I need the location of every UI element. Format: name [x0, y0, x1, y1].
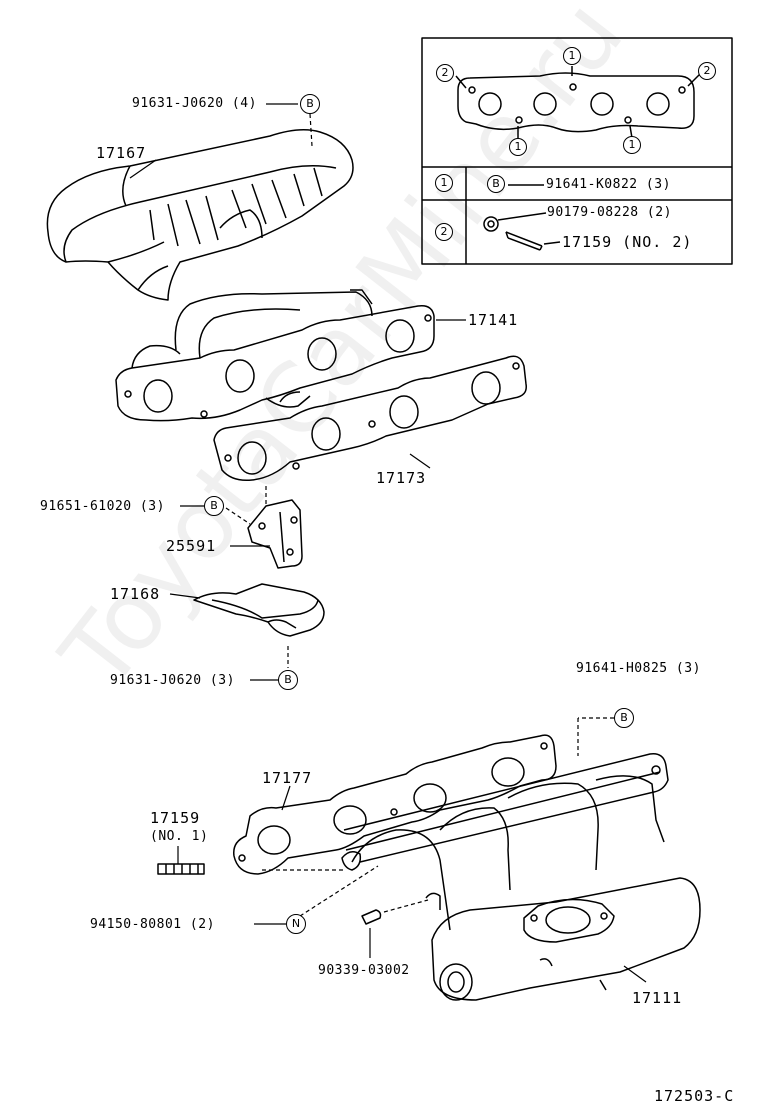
- callout-1-top: 1: [563, 47, 581, 65]
- stud-17159: [157, 863, 205, 875]
- legend-box: [421, 37, 733, 265]
- label-17167: 17167: [96, 144, 147, 162]
- callout-2-left: 2: [436, 64, 454, 82]
- legend-row1-badge: B: [487, 175, 505, 193]
- plug-90339: [361, 909, 382, 925]
- callout-1-bottom-left: 1: [509, 138, 527, 156]
- intake-manifold-17111: [341, 753, 701, 1001]
- intake-gasket-17177: [233, 734, 557, 875]
- legend-row1-part: 91641-K0822 (3): [546, 177, 671, 192]
- heat-insulator-17167: [46, 129, 354, 301]
- label-17111: 17111: [632, 989, 683, 1007]
- badge-b-top: B: [300, 94, 320, 114]
- heat-insulator-17168: [193, 583, 325, 637]
- label-25591: 25591: [166, 537, 217, 555]
- callout-1-bottom-right: 1: [623, 136, 641, 154]
- legend-row2-item2: 17159 (NO. 2): [562, 233, 693, 251]
- label-17173: 17173: [376, 469, 427, 487]
- bracket-25591: [247, 499, 303, 569]
- exhaust-gasket-17173: [213, 355, 527, 482]
- label-91631-bottom: 91631-J0620 (3): [110, 673, 235, 688]
- label-91641-h0825: 91641-H0825 (3): [576, 661, 701, 676]
- badge-b-91651: B: [204, 496, 224, 516]
- label-91631-top: 91631-J0620 (4): [132, 96, 257, 111]
- label-17141: 17141: [468, 311, 519, 329]
- badge-b-bottom: B: [278, 670, 298, 690]
- legend-row2-key: 2: [435, 223, 453, 241]
- exhaust-manifold-17141: [115, 289, 435, 422]
- callout-2-right: 2: [698, 62, 716, 80]
- badge-n: N: [286, 914, 306, 934]
- label-17159-no1: (NO. 1): [150, 829, 209, 844]
- label-17177: 17177: [262, 769, 313, 787]
- label-17159: 17159: [150, 809, 201, 827]
- legend-row2-item1: 90179-08228 (2): [547, 205, 672, 220]
- diagram-code: 172503-C: [654, 1087, 735, 1105]
- label-94150: 94150-80801 (2): [90, 917, 215, 932]
- legend-row1-key: 1: [435, 174, 453, 192]
- label-17168: 17168: [110, 585, 161, 603]
- badge-b-91641: B: [614, 708, 634, 728]
- label-91651: 91651-61020 (3): [40, 499, 165, 514]
- label-90339: 90339-03002: [318, 963, 410, 978]
